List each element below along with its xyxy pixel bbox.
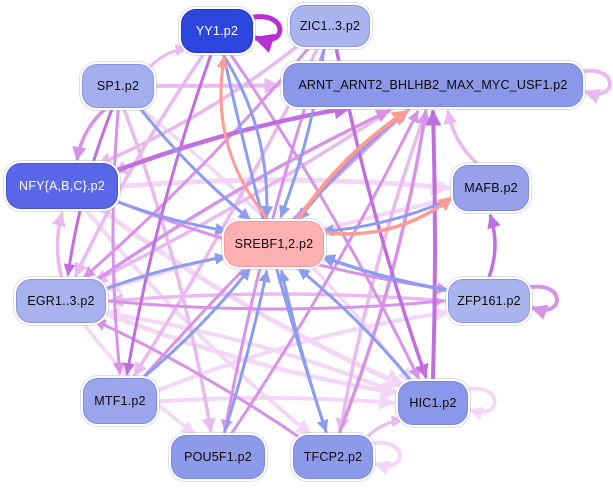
edge-NFY-ARNT xyxy=(109,101,353,175)
edge-MTF1-SREBF1 xyxy=(140,267,251,381)
graph-node-NFY[interactable]: NFY{A,B,C}.p2 xyxy=(6,163,118,209)
node-label: POU5F1.p2 xyxy=(184,450,252,464)
node-label: ZFP161.p2 xyxy=(457,294,521,308)
graph-node-HIC1[interactable]: HIC1.p2 xyxy=(398,381,468,425)
edge-TFCP2-HIC1 xyxy=(363,415,404,442)
edge-HIC1-EGR xyxy=(103,307,400,396)
graph-node-ZFP161[interactable]: ZFP161.p2 xyxy=(448,279,530,323)
edge-POU5F1-SREBF1 xyxy=(223,270,271,434)
self-loop-HIC1 xyxy=(462,386,497,421)
edge-MTF1-HIC1 xyxy=(158,393,396,410)
edge-HIC1-SREBF1 xyxy=(297,267,414,384)
node-label: EGR1..3.p2 xyxy=(27,294,95,308)
graph-node-ARNT[interactable]: ARNT_ARNT2_BHLHB2_MAX_MYC_USF1.p2 xyxy=(283,63,583,107)
edge-NFY-HIC1 xyxy=(95,204,406,388)
graph-node-MAFB[interactable]: MAFB.p2 xyxy=(453,165,529,211)
edge-POU5F1-ARNT xyxy=(230,110,419,435)
edge-YY1-HIC1 xyxy=(229,52,420,380)
node-label: TFCP2.p2 xyxy=(303,450,363,464)
self-loop-YY1 xyxy=(246,14,283,53)
edge-ZIC-NFY xyxy=(97,41,303,166)
edge-ARNT-TFCP2 xyxy=(335,108,429,433)
edge-EGR-SREBF1 xyxy=(102,252,228,292)
edge-SREBF1-MAFB xyxy=(319,196,453,236)
self-loop-ARNT xyxy=(577,68,612,104)
node-label: YY1.p2 xyxy=(195,24,239,38)
graph-node-TFCP2[interactable]: TFCP2.p2 xyxy=(293,435,373,479)
node-label: NFY{A,B,C}.p2 xyxy=(19,179,105,193)
node-label: ARNT_ARNT2_BHLHB2_MAX_MYC_USF1.p2 xyxy=(298,78,568,92)
node-label: HIC1.p2 xyxy=(409,396,457,410)
self-loop-TFCP2 xyxy=(367,440,402,476)
node-label: ZIC1..3.p2 xyxy=(299,19,361,33)
node-label: MAFB.p2 xyxy=(464,181,518,195)
edge-SP1-YY1 xyxy=(146,44,188,72)
graph-node-POU5F1[interactable]: POU5F1.p2 xyxy=(171,435,265,479)
edge-YY1-MTF1 xyxy=(123,54,212,376)
edge-ZIC-EGR xyxy=(82,45,311,279)
edge-TFCP2-EGR xyxy=(93,319,304,441)
edge-SP1-SREBF1 xyxy=(137,105,251,221)
edge-SREBF1-YY1 xyxy=(216,55,269,220)
self-loop-ZFP161 xyxy=(524,284,559,320)
edge-EGR-ARNT xyxy=(91,109,391,285)
edge-SREBF1-ARNT xyxy=(295,109,409,223)
node-label: MTF1.p2 xyxy=(94,394,146,408)
edge-YY1-SREBF1 xyxy=(222,54,274,219)
graph-node-EGR[interactable]: EGR1..3.p2 xyxy=(16,279,106,323)
edge-SP1-NFY xyxy=(72,107,107,161)
edge-EGR-NFY xyxy=(51,211,66,278)
graph-node-MTF1[interactable]: MTF1.p2 xyxy=(83,378,157,424)
edge-ZFP161-SREBF1 xyxy=(320,254,451,293)
edge-MAFB-ARNT xyxy=(443,109,479,166)
node-label: SP1.p2 xyxy=(96,79,140,93)
edge-HIC1-ARNT xyxy=(425,109,442,380)
edge-EGR-ZFP161 xyxy=(107,295,445,311)
node-label: SREBF1,2.p2 xyxy=(234,237,314,251)
graph-node-YY1[interactable]: YY1.p2 xyxy=(181,9,253,53)
edge-SP1-MTF1 xyxy=(111,109,125,375)
graph-node-SREBF1[interactable]: SREBF1,2.p2 xyxy=(224,221,324,267)
graph-node-ZIC[interactable]: ZIC1..3.p2 xyxy=(290,5,370,47)
edge-ZFP161-MAFB xyxy=(487,213,501,278)
graph-node-SP1[interactable]: SP1.p2 xyxy=(82,64,154,108)
edge-NFY-SREBF1 xyxy=(110,198,228,235)
